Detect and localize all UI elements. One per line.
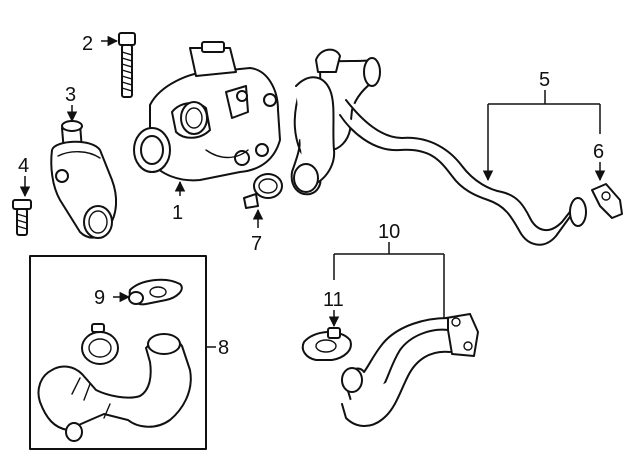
callout-5: 5	[539, 69, 550, 91]
callout-2: 2	[82, 33, 93, 55]
callout-11: 11	[323, 289, 344, 311]
callout-7: 7	[251, 233, 262, 255]
lower-hose-clamp-drawing	[301, 327, 352, 361]
upper-hose-drawing	[290, 48, 587, 246]
hose-clamp-drawing	[243, 173, 283, 209]
callout-4: 4	[18, 155, 29, 177]
callout-6: 6	[593, 141, 604, 163]
callout-9: 9	[94, 287, 105, 309]
callout-3: 3	[65, 84, 76, 106]
callout-10: 10	[378, 221, 400, 243]
thermostat-bolt-drawing	[12, 199, 32, 236]
callout-8: 8	[218, 337, 229, 359]
hose-kit-drawing	[37, 278, 192, 442]
water-pump-drawing	[133, 41, 281, 182]
thermostat-drawing	[50, 120, 118, 239]
callout-1: 1	[172, 202, 183, 224]
lower-hose-drawing	[341, 313, 479, 427]
hose-clamp-small-drawing	[591, 183, 623, 219]
pump-bolt-drawing	[118, 32, 136, 98]
